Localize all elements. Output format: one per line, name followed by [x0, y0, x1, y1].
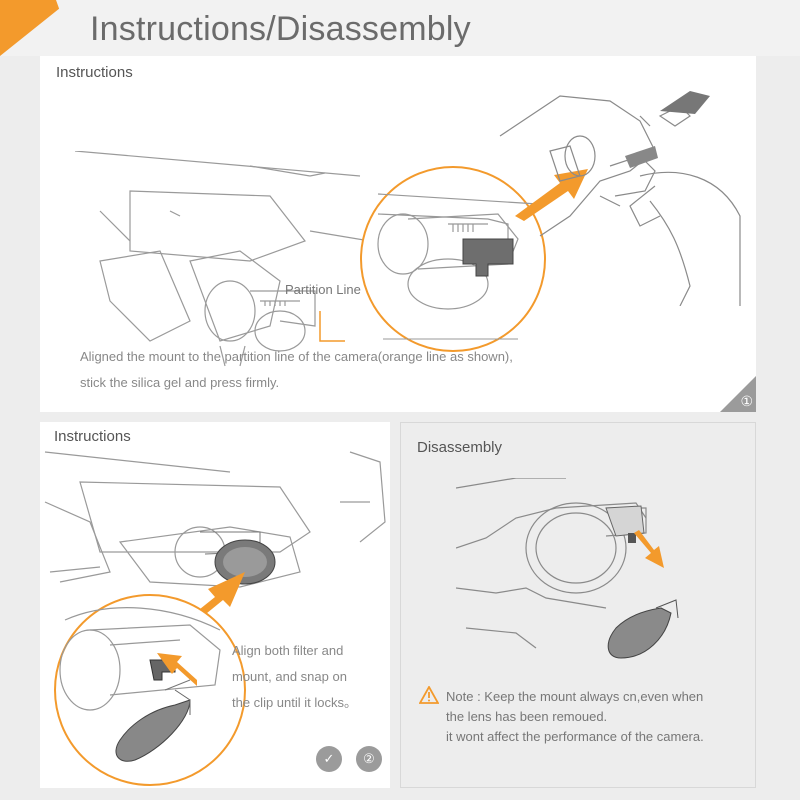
- zoom-circle: [54, 594, 246, 786]
- bottom-instructions-panel: Instructions: [40, 422, 390, 788]
- page-title: Instructions/Disassembly: [90, 10, 471, 48]
- camera-disassembly-illustration: [456, 478, 679, 659]
- step-badge: ①: [720, 376, 756, 412]
- check-icon: ✓: [316, 746, 342, 772]
- top-instructions-panel: Instructions Partition Line: [40, 56, 756, 412]
- panel-label: Disassembly: [417, 439, 503, 456]
- disassembly-panel: Disassembly Note : Keep the mount always…: [400, 422, 756, 788]
- zoom-circle: [360, 166, 546, 352]
- warning-icon: [419, 686, 439, 704]
- instruction-caption-line1: Aligned the mount to the partition line …: [80, 349, 513, 364]
- instruction-caption-line3: the clip until it locks。: [232, 695, 357, 710]
- drone-closeup-illustration: [44, 451, 386, 588]
- small-arrow: [157, 653, 197, 686]
- step-number: ①: [740, 393, 753, 409]
- drone-illustration: [74, 151, 370, 367]
- step-number: ②: [356, 746, 382, 772]
- instruction-caption-line2: mount, and snap on: [232, 669, 347, 684]
- direction-arrow: [515, 169, 588, 221]
- instruction-caption-line2: stick the silica gel and press firmly.: [80, 375, 280, 390]
- panel-label: Instructions: [56, 64, 133, 81]
- header-bar: Instructions/Disassembly: [0, 0, 800, 56]
- instruction-caption-line1: Align both filter and: [232, 643, 344, 658]
- partition-line-label: Partition Line: [285, 282, 361, 297]
- hands-illustration: [499, 91, 741, 306]
- step-badge-triangle: [720, 376, 756, 412]
- direction-arrow: [634, 530, 664, 568]
- panel-label: Instructions: [54, 428, 131, 445]
- note-line3: it wont affect the performance of the ca…: [446, 729, 704, 744]
- note-line1: Note : Keep the mount always cn,even whe…: [446, 689, 704, 704]
- note-line2: the lens has been remoued.: [446, 709, 608, 724]
- header-accent-cut: [56, 0, 76, 56]
